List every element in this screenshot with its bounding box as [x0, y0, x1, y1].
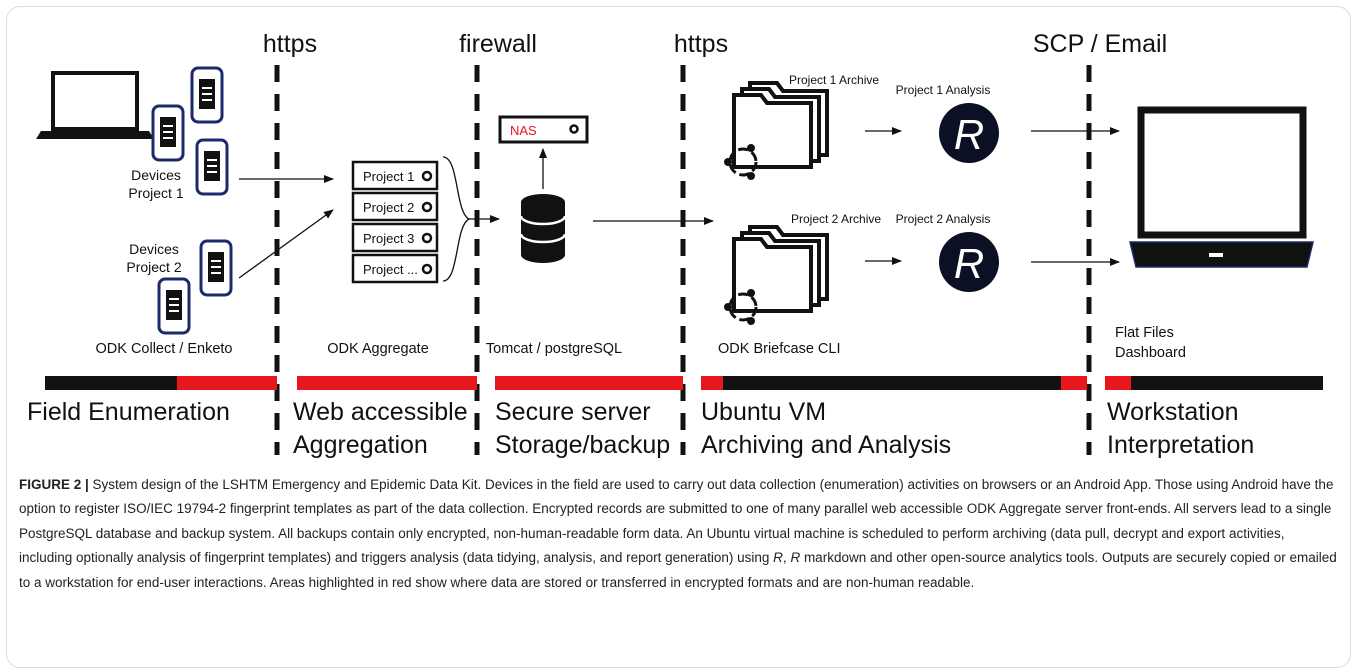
phone-icon [195, 138, 229, 196]
caption-r-italic: R [790, 550, 801, 566]
stage-label-secure-server: Storage/backup [495, 431, 670, 459]
server-led-icon [421, 263, 433, 275]
ubuntu-logo-icon [724, 289, 758, 325]
encrypted-segment [1105, 376, 1131, 390]
r-glyph: R [954, 111, 984, 158]
r-glyph: R [954, 240, 984, 287]
phone-icon [151, 104, 185, 162]
encrypted-segment [297, 376, 477, 390]
encrypted-segment [1061, 376, 1087, 390]
server-led-icon [421, 201, 433, 213]
devices-project-2-label: Project 2 [126, 259, 181, 275]
figure-panel: https firewall https SCP / Email [6, 6, 1351, 668]
database-icon [519, 194, 567, 263]
stage-label-ubuntu-vm: Archiving and Analysis [701, 431, 951, 459]
aggregate-project-box: Project 1 [351, 160, 439, 191]
workstation-laptop-icon [1129, 106, 1314, 268]
aggregate-project-box: Project 2 [351, 191, 439, 222]
aggregate-project-label: Project 2 [363, 200, 414, 215]
component-label-flat-files: Flat Files [1115, 325, 1174, 341]
aggregate-project-box: Project 3 [351, 222, 439, 253]
aggregate-project-label: Project ... [363, 262, 418, 277]
nas-label: NAS [510, 123, 537, 138]
component-label-aggregate: ODK Aggregate [327, 341, 429, 357]
analysis-1-label: Project 1 Analysis [896, 83, 991, 97]
caption-text: System design of the LSHTM Emergency and… [19, 477, 1334, 566]
stage-label-workstation: Workstation [1107, 398, 1239, 426]
boundary-label-firewall: firewall [459, 30, 537, 58]
archive-1-label: Project 1 Archive [789, 73, 879, 87]
plain-segment [1131, 376, 1323, 390]
stage-label-workstation: Interpretation [1107, 431, 1254, 459]
plain-segment [723, 376, 1061, 390]
archive-2-label: Project 2 Archive [791, 212, 881, 226]
phone-icon [190, 66, 224, 124]
boundary-label-https-1: https [263, 30, 317, 58]
server-led-icon [421, 170, 433, 182]
plain-segment [45, 376, 177, 390]
ubuntu-logo-icon [724, 144, 758, 180]
laptop-icon [36, 71, 154, 139]
devices-project-1-label: Devices [131, 167, 181, 183]
figure-label: FIGURE 2 | [19, 477, 89, 492]
aggregate-project-box: Project ... [351, 253, 439, 284]
encrypted-segment [177, 376, 277, 390]
component-label-briefcase: ODK Briefcase CLI [718, 341, 841, 357]
folder-stack-icon [732, 225, 829, 313]
aggregate-project-label: Project 3 [363, 231, 414, 246]
caption-r-italic: R [773, 550, 783, 566]
stage-label-web-aggregation: Aggregation [293, 431, 428, 459]
phone-icon [157, 277, 191, 335]
boundary-label-https-2: https [674, 30, 728, 58]
stage-label-secure-server: Secure server [495, 398, 651, 426]
folder-stack-icon [732, 81, 829, 169]
stage-label-ubuntu-vm: Ubuntu VM [701, 398, 826, 426]
caption-text: markdown and other open-source analytics… [19, 550, 1337, 590]
encryption-timeline-bar [45, 376, 1323, 390]
brace-connector [442, 156, 471, 282]
aggregate-project-label: Project 1 [363, 169, 414, 184]
nas-icon: NAS [498, 115, 589, 144]
analysis-2-label: Project 2 Analysis [896, 212, 991, 226]
figure-caption: FIGURE 2 | System design of the LSHTM Em… [19, 473, 1341, 595]
system-diagram: https firewall https SCP / Email [27, 30, 1323, 459]
r-logo-icon: R [939, 232, 999, 292]
boundary-label-scp-email: SCP / Email [1033, 30, 1167, 58]
phone-icon [199, 239, 233, 297]
stage-label-field-enumeration: Field Enumeration [27, 398, 230, 426]
caption-text: , [782, 550, 791, 566]
component-label-dashboard: Dashboard [1115, 345, 1186, 361]
component-label-server: Tomcat / postgreSQL [486, 341, 622, 357]
server-led-icon [421, 232, 433, 244]
encrypted-segment [701, 376, 723, 390]
r-logo-icon: R [939, 103, 999, 163]
component-label-collect: ODK Collect / Enketo [96, 341, 233, 357]
stage-label-web-aggregation: Web accessible [293, 398, 468, 426]
devices-project-2-label: Devices [129, 241, 179, 257]
devices-project-1-label: Project 1 [128, 185, 183, 201]
encrypted-segment [495, 376, 683, 390]
flow-arrow [238, 209, 334, 279]
